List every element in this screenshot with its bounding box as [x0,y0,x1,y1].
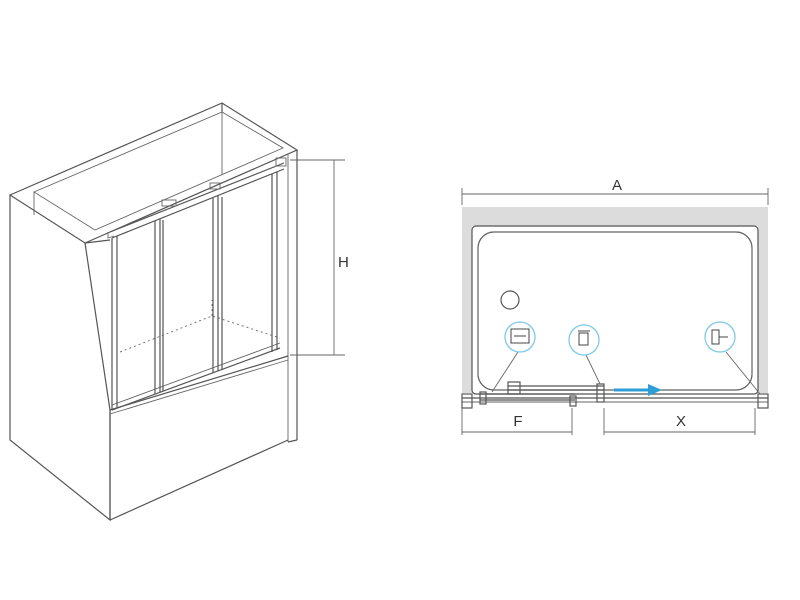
height-dimension: H [290,159,349,356]
wall-shading [462,207,768,393]
shower-screen [107,157,287,411]
screen-track-plan [461,381,769,409]
wall-profile-icon [704,321,761,395]
slide-direction-arrow [614,384,662,396]
bathtub-rim [119,300,281,353]
width-label: A [612,177,622,194]
fixed-panel-label: F [513,413,522,430]
drain-icon [500,290,520,310]
isometric-view: H [8,102,349,522]
left-wall [9,195,111,522]
plan-view: A [461,177,769,435]
back-wall [221,103,298,443]
panel-profile-icon [491,321,536,393]
width-dimension: A [461,177,769,205]
opening-label: X [676,413,686,430]
opening-dimension: X [603,408,756,435]
height-label: H [338,254,349,271]
fixed-panel-dimension: F [461,408,573,435]
bathtub-front [109,355,289,521]
enclosure-top [8,102,299,244]
roller-carriage-icon [568,324,601,385]
